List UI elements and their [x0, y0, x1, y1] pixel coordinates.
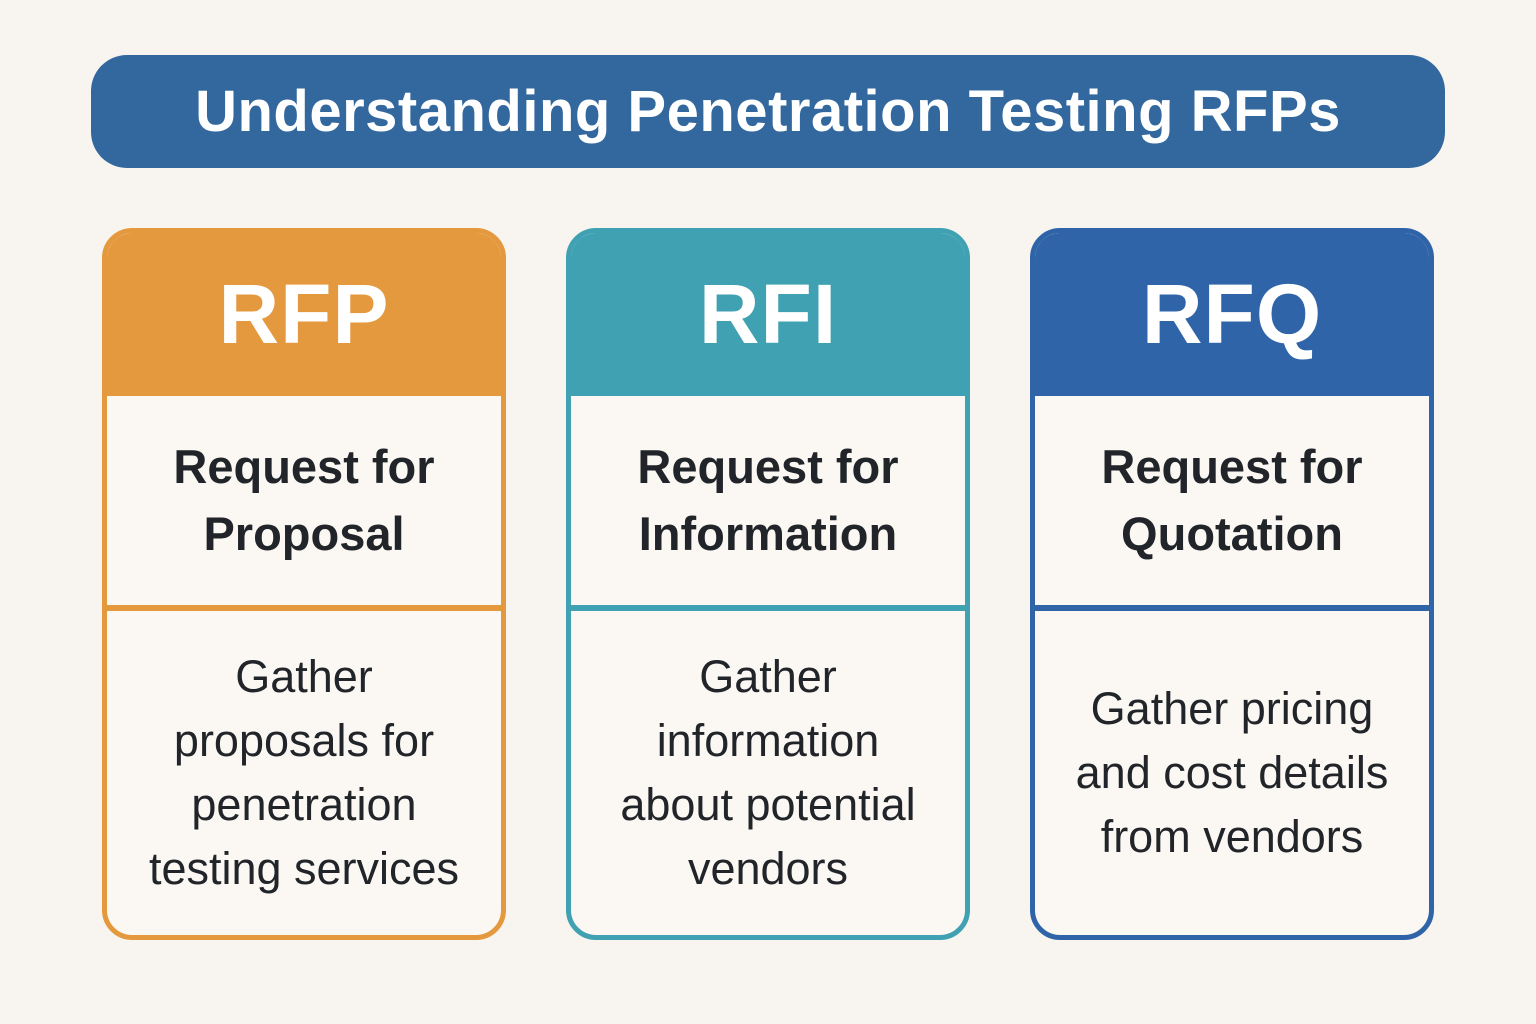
- card-rfq: RFQ Request for Quotation Gather pricing…: [1030, 228, 1434, 940]
- card-rfp-description: Gather proposals for penetration testing…: [148, 651, 460, 894]
- card-rfp: RFP Request for Proposal Gather proposal…: [102, 228, 506, 940]
- cards-row: RFP Request for Proposal Gather proposal…: [0, 228, 1536, 940]
- card-rfi-header: RFI: [571, 233, 965, 396]
- title-banner: Understanding Penetration Testing RFPs: [91, 55, 1445, 168]
- page-title: Understanding Penetration Testing RFPs: [195, 79, 1341, 144]
- card-rfp-title: Request for Proposal: [173, 439, 435, 560]
- card-rfq-description: Gather pricing and cost details from ven…: [1075, 683, 1389, 862]
- card-rfp-description-section: Gather proposals for penetration testing…: [107, 611, 501, 935]
- card-rfi-acronym: RFI: [698, 266, 838, 361]
- card-rfq-title-section: Request for Quotation: [1035, 396, 1429, 611]
- card-rfp-acronym: RFP: [218, 266, 390, 361]
- card-rfq-description-section: Gather pricing and cost details from ven…: [1035, 611, 1429, 935]
- card-rfi-description: Gather information about potential vendo…: [620, 651, 916, 894]
- card-rfq-acronym: RFQ: [1141, 266, 1323, 361]
- card-rfq-title: Request for Quotation: [1101, 439, 1363, 560]
- card-rfi-description-section: Gather information about potential vendo…: [571, 611, 965, 935]
- card-rfi-title-section: Request for Information: [571, 396, 965, 611]
- card-rfq-header: RFQ: [1035, 233, 1429, 396]
- card-rfp-title-section: Request for Proposal: [107, 396, 501, 611]
- card-rfp-header: RFP: [107, 233, 501, 396]
- card-rfi: RFI Request for Information Gather infor…: [566, 228, 970, 940]
- card-rfi-title: Request for Information: [637, 439, 899, 560]
